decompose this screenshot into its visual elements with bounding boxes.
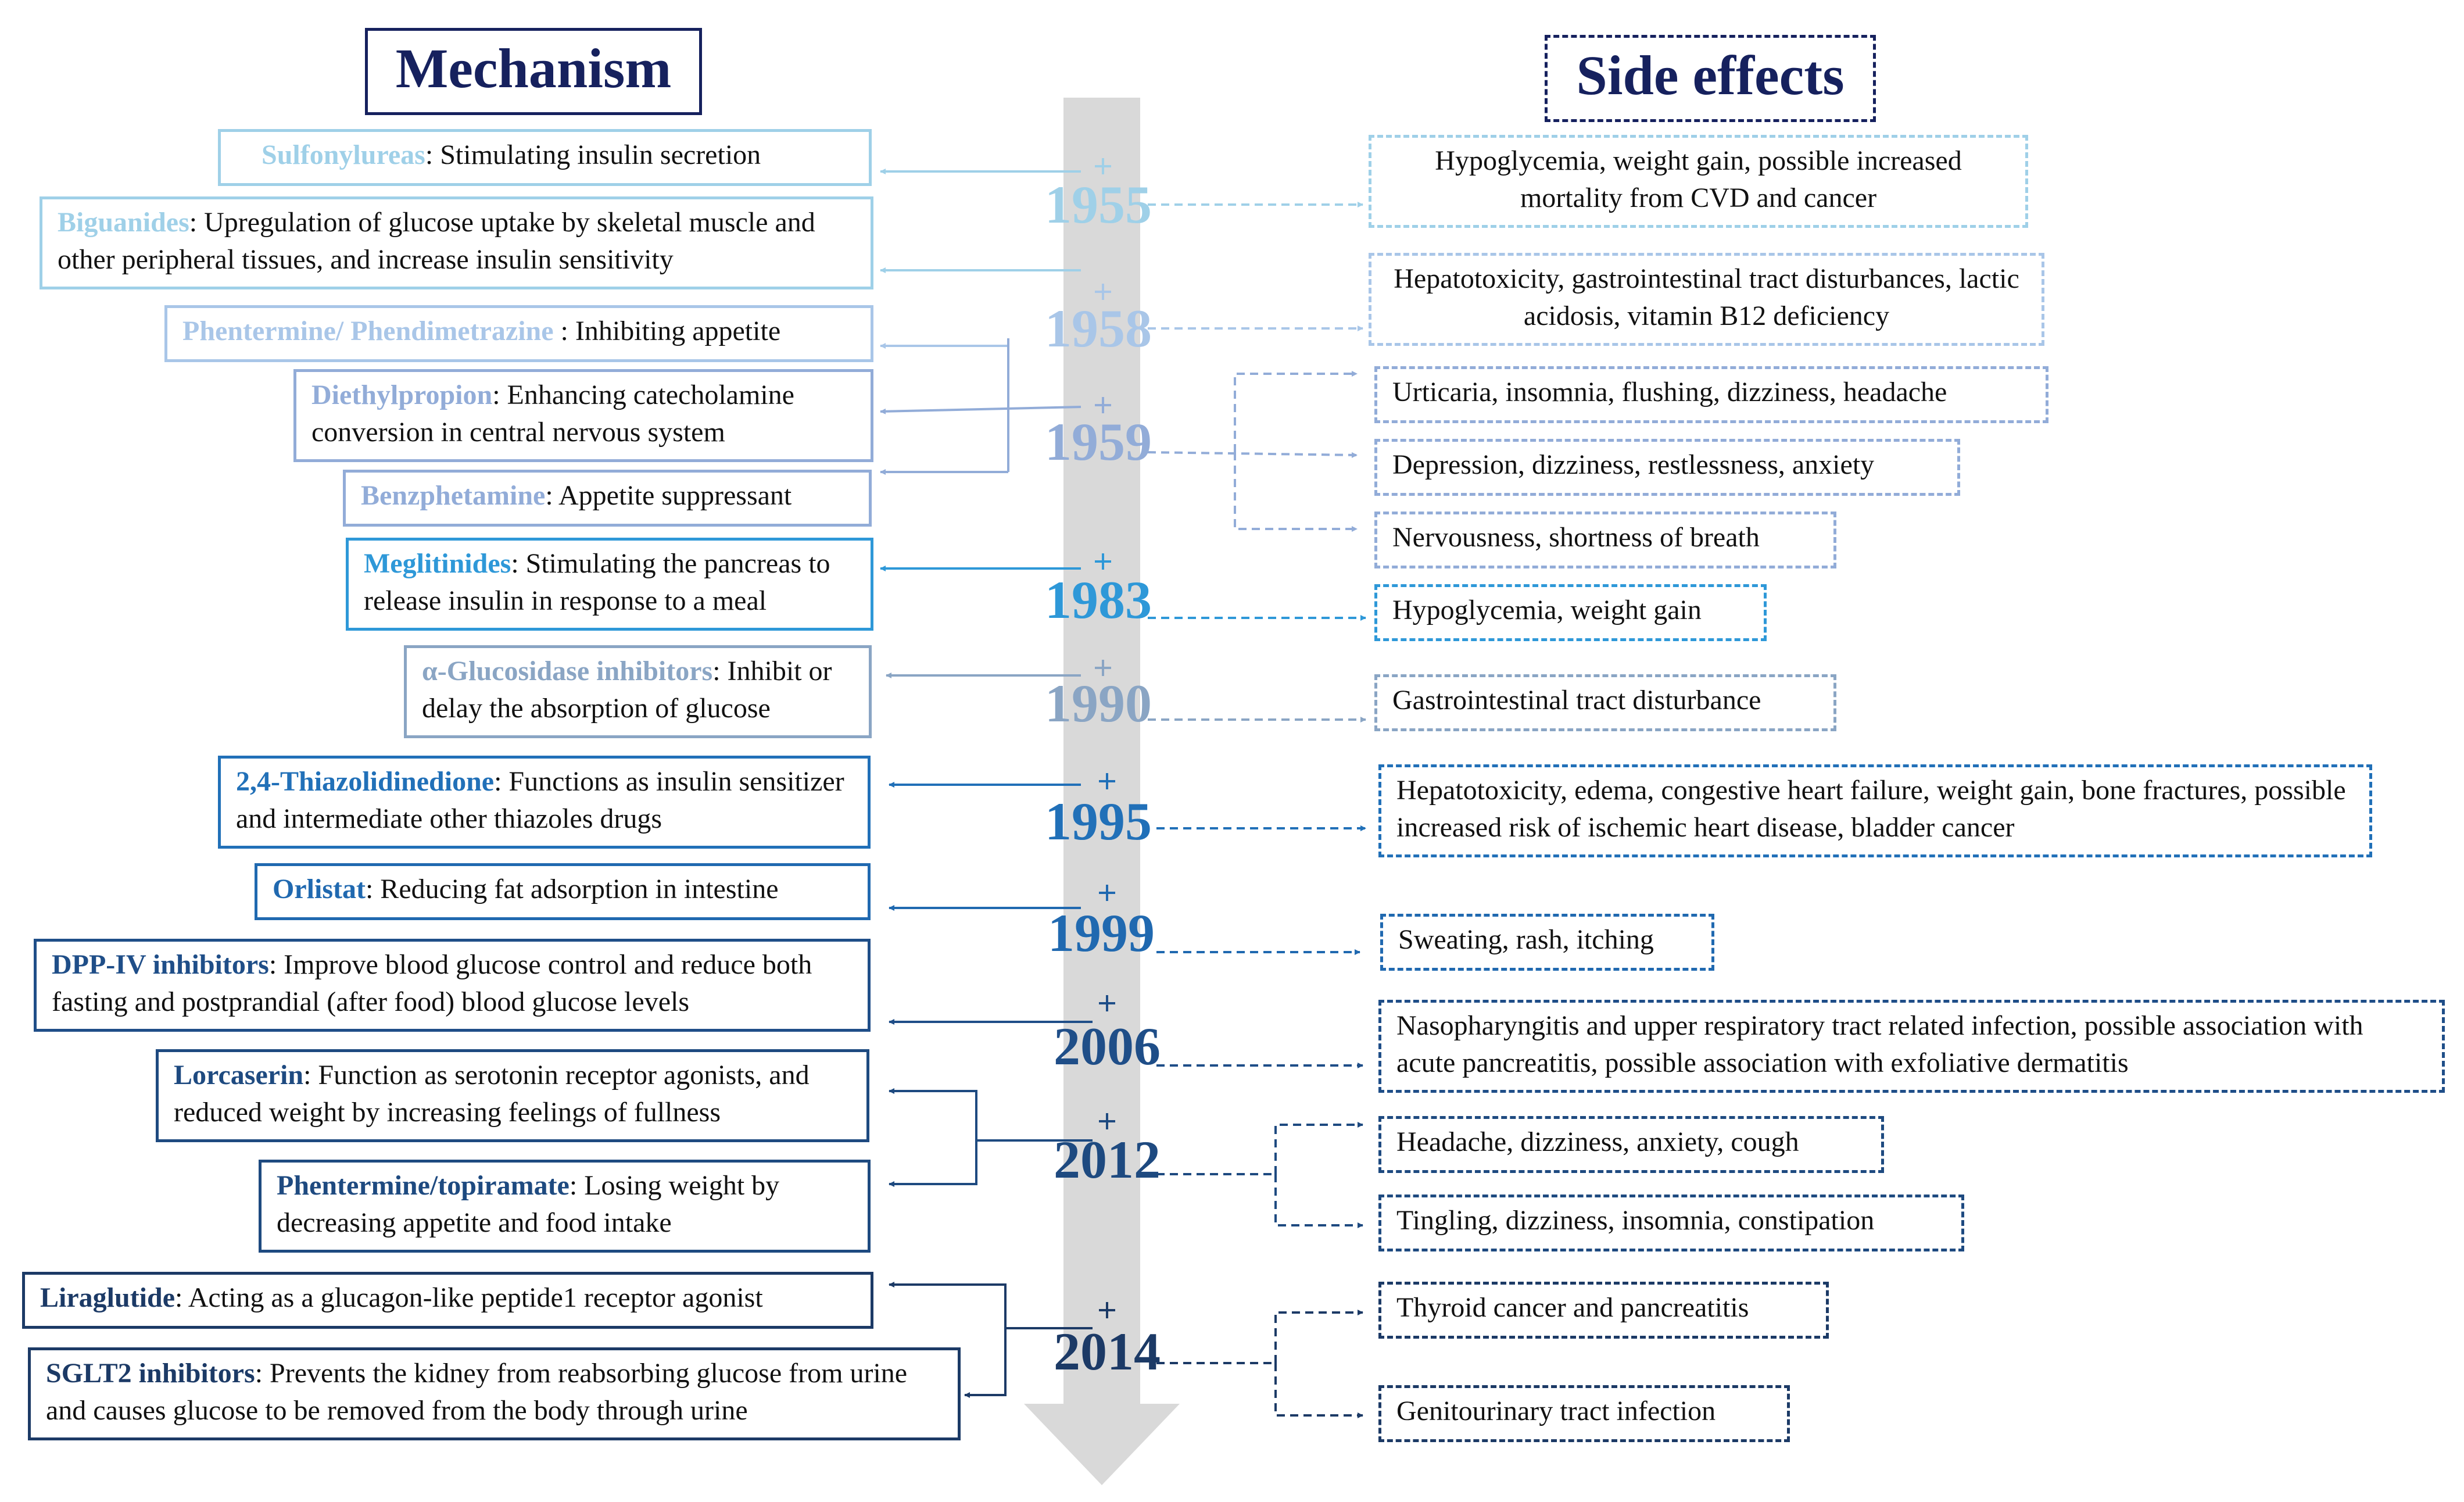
year-2014: 2014 — [1054, 1322, 1161, 1381]
mechanism-sulfonylureas: Sulfonylureas: Stimulating insulin secre… — [218, 129, 872, 186]
mechanism-text: : Function as serotonin receptor agonist… — [174, 1060, 810, 1128]
dash-1959-down — [1234, 452, 1358, 532]
side-effect-1959-b: Depression, dizziness, restlessness, anx… — [1374, 439, 1960, 496]
dash-1959-up — [1234, 371, 1358, 452]
mechanism-phentermine-phendimetrazine: Phentermine/ Phendimetrazine : Inhibitin… — [164, 305, 873, 362]
mechanism-diethylpropion: Diethylpropion: Enhancing catecholamine … — [293, 369, 873, 462]
mechanism-thiazolidinedione: 2,4-Thiazolidinedione: Functions as insu… — [218, 756, 871, 849]
mechanism-text: : Appetite suppressant — [545, 480, 792, 511]
mechanism-text: : Inhibit or delay the absorption of glu… — [422, 656, 832, 724]
drug-name: Sulfonylureas — [262, 140, 425, 170]
side-effect-1999: Sweating, rash, itching — [1380, 914, 1714, 971]
timeline-arrow — [1024, 98, 1180, 1485]
arrow-2012-down — [889, 1140, 977, 1187]
year-1999: 1999 — [1048, 903, 1155, 963]
drug-name: Diethylpropion — [311, 380, 493, 410]
side-effect-1958: Hepatotoxicity, gastrointestinal tract d… — [1369, 253, 2044, 346]
mechanism-text: : Reducing fat adsorption in intestine — [365, 874, 779, 904]
year-1955: 1955 — [1045, 175, 1152, 234]
drug-name: Meglitinides — [364, 548, 511, 579]
mechanism-header: Mechanism — [365, 28, 702, 115]
mechanism-text: : Enhancing catecholamine conversion in … — [311, 380, 794, 448]
drug-name: Phentermine/topiramate — [277, 1170, 570, 1201]
arrow-2014-up — [889, 1282, 1093, 1329]
mechanism-text: : Stimulating insulin secretion — [425, 140, 761, 170]
dash-2014-down — [1274, 1363, 1363, 1418]
year-1959: 1959 — [1045, 412, 1152, 471]
mechanism-meglitinides: Meglitinides: Stimulating the pancreas t… — [346, 538, 873, 631]
year-1995: 1995 — [1045, 792, 1152, 851]
mechanism-text: : Inhibiting appetite — [553, 316, 781, 346]
year-2012: 2012 — [1054, 1130, 1161, 1189]
drug-name: Benzphetamine — [361, 480, 546, 511]
arrow-1958 — [880, 338, 1009, 349]
side-effect-1959-a: Urticaria, insomnia, flushing, dizziness… — [1374, 366, 2048, 423]
side-effect-1990: Gastrointestinal tract disturbance — [1374, 674, 1836, 731]
mechanism-lorcaserin: Lorcaserin: Function as serotonin recept… — [156, 1049, 869, 1142]
mechanism-liraglutide: Liraglutide: Acting as a glucagon-like p… — [22, 1272, 873, 1329]
mechanism-dpp-iv-inhibitors: DPP-IV inhibitors: Improve blood glucose… — [34, 939, 871, 1032]
drug-name: α-Glucosidase inhibitors — [422, 656, 713, 686]
mechanism-phentermine-topiramate: Phentermine/topiramate: Losing weight by… — [259, 1160, 871, 1253]
mechanism-text: : Acting as a glucagon-like peptide1 rec… — [175, 1282, 763, 1313]
year-2006: 2006 — [1054, 1017, 1161, 1076]
arrow-1959-mid — [880, 406, 1081, 414]
drug-name: Lorcaserin — [174, 1060, 304, 1090]
side-effects-header: Side effects — [1545, 35, 1876, 122]
side-effect-1959-c: Nervousness, shortness of breath — [1374, 512, 1836, 568]
side-effect-2006: Nasopharyngitis and upper respiratory tr… — [1378, 1000, 2445, 1093]
side-effect-2014-a: Thyroid cancer and pancreatitis — [1378, 1282, 1829, 1339]
drug-name: Biguanides — [58, 207, 189, 238]
mechanism-text: : Stimulating the pancreas to release in… — [364, 548, 830, 616]
drug-name: Liraglutide — [40, 1282, 176, 1313]
mechanism-orlistat: Orlistat: Reducing fat adsorption in int… — [255, 863, 871, 920]
mechanism-text: : Improve blood glucose control and redu… — [52, 949, 812, 1017]
drug-name: Phentermine/ Phendimetrazine — [182, 316, 554, 346]
drug-name: Orlistat — [273, 874, 366, 904]
dash-1959-mid — [1147, 451, 1358, 458]
side-effect-2012-b: Tingling, dizziness, insomnia, constipat… — [1378, 1195, 1964, 1251]
year-1990: 1990 — [1045, 674, 1152, 733]
arrow-2014-down — [964, 1328, 1007, 1398]
mechanism-text: : Upregulation of glucose uptake by skel… — [58, 207, 815, 275]
side-effect-2012-a: Headache, dizziness, anxiety, cough — [1378, 1116, 1884, 1173]
side-effect-1955: Hypoglycemia, weight gain, possible incr… — [1369, 135, 2028, 228]
drug-name: SGLT2 inhibitors — [46, 1358, 255, 1389]
year-1983: 1983 — [1045, 570, 1152, 630]
dash-2012-up — [1274, 1122, 1363, 1174]
drug-name: DPP-IV inhibitors — [52, 949, 269, 980]
dash-2014-up — [1274, 1310, 1363, 1363]
drug-name: 2,4-Thiazolidinedione — [236, 766, 495, 797]
dash-2012-down — [1274, 1174, 1363, 1228]
mechanism-text: : Prevents the kidney from reabsorbing g… — [46, 1358, 908, 1426]
side-effect-2014-b: Genitourinary tract infection — [1378, 1385, 1790, 1442]
mechanism-sglt2-inhibitors: SGLT2 inhibitors: Prevents the kidney fr… — [28, 1347, 961, 1440]
side-effect-1995: Hepatotoxicity, edema, congestive heart … — [1378, 764, 2372, 857]
year-1958: 1958 — [1045, 299, 1152, 358]
mechanism-benzphetamine: Benzphetamine: Appetite suppressant — [343, 470, 872, 527]
mechanism-text: : Functions as insulin sensitizer and in… — [236, 766, 844, 834]
mechanism-biguanides: Biguanides: Upregulation of glucose upta… — [40, 196, 873, 289]
side-effect-1983: Hypoglycemia, weight gain — [1374, 584, 1767, 641]
arrow-2012-up — [889, 1088, 977, 1140]
mechanism-alpha-glucosidase-inhibitors: α-Glucosidase inhibitors: Inhibit or del… — [404, 645, 872, 738]
mechanism-text: : Losing weight by decreasing appetite a… — [277, 1170, 780, 1238]
